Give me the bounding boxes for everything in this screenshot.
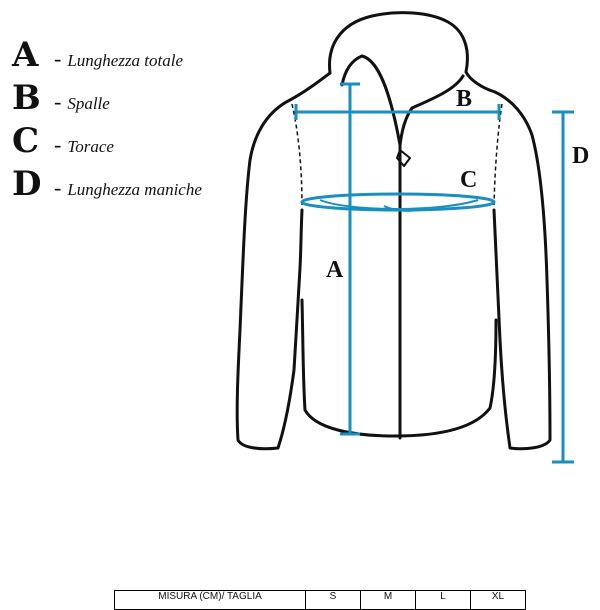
size-xl: XL <box>470 590 526 610</box>
hood-outline <box>328 11 497 94</box>
size-table-header-row: MISURA (CM)/ TAGLIA S M L XL <box>114 590 526 610</box>
size-m: M <box>360 590 416 610</box>
zipper-pull <box>396 149 411 167</box>
jacket-outline <box>235 11 552 451</box>
marker-d: D <box>572 143 589 169</box>
measurement-legend: A - Lunghezza totale B - Spalle C - Tora… <box>12 38 202 210</box>
legend-label: Lunghezza totale <box>67 51 184 70</box>
legend-letter: C <box>12 121 40 161</box>
measure-c-ellipse <box>300 192 496 212</box>
legend-letter: D <box>12 164 42 204</box>
legend-label: Torace <box>67 137 114 156</box>
measurement-lines <box>294 82 574 464</box>
hood-inner-left <box>340 54 402 147</box>
seam-right <box>493 103 503 206</box>
measure-c-arrow <box>383 205 421 212</box>
hood-inner-right <box>398 74 465 147</box>
marker-a: A <box>326 257 344 283</box>
seam-left <box>291 103 303 206</box>
legend-dash: - <box>54 89 62 114</box>
legend-letter: A <box>12 35 39 75</box>
legend-item-c: C - Torace <box>12 124 202 167</box>
legend-label: Spalle <box>67 94 110 113</box>
legend-item-d: D - Lunghezza maniche <box>12 167 202 210</box>
measurement-markers: A B C D <box>326 86 589 283</box>
size-table-header: MISURA (CM)/ TAGLIA <box>114 590 306 610</box>
hem-right <box>393 318 498 438</box>
legend-item-b: B - Spalle <box>12 81 202 124</box>
size-l: L <box>415 590 471 610</box>
legend-dash: - <box>54 46 62 71</box>
marker-c: C <box>460 167 477 193</box>
marker-b: B <box>456 86 472 112</box>
seam-lines <box>291 103 503 206</box>
body-left-outline <box>235 71 332 451</box>
size-s: S <box>305 590 361 610</box>
size-table: MISURA (CM)/ TAGLIA S M L XL <box>114 590 526 610</box>
legend-dash: - <box>54 175 62 200</box>
legend-item-a: A - Lunghezza totale <box>12 38 202 81</box>
legend-label: Lunghezza maniche <box>67 180 202 199</box>
legend-dash: - <box>54 132 62 157</box>
body-right-outline <box>492 90 552 451</box>
legend-letter: B <box>12 78 41 118</box>
